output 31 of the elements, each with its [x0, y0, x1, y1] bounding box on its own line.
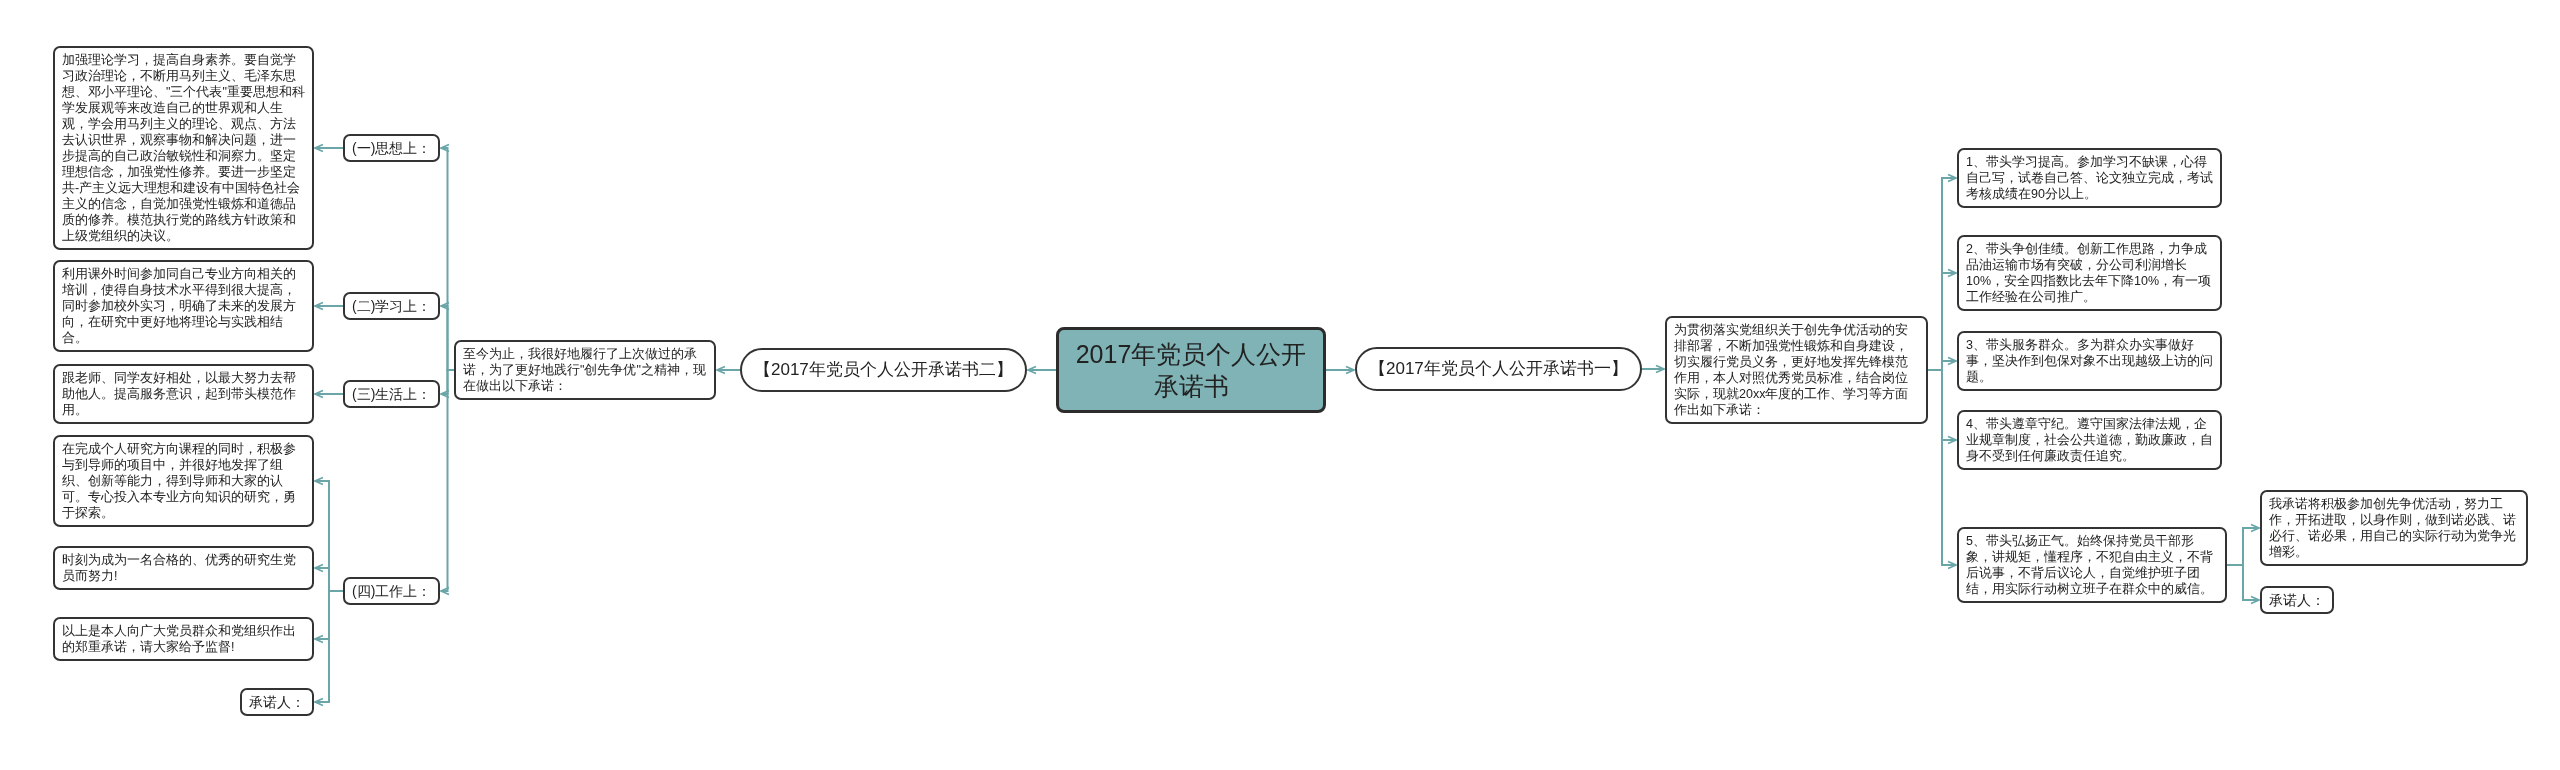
text-box: 3、带头服务群众。多为群众办实事做好事，坚决作到包保对象不出现越级上访的问题。: [1957, 331, 2222, 391]
text-box: 在完成个人研究方向课程的同时，积极参与到导师的项目中，并很好地发挥了组织、创新等能力，得到导师和大家的认可。专心投入本专业方向知识的研究，勇于探索。: [53, 435, 314, 527]
arrow: [1325, 365, 1355, 375]
text-box: 时刻为成为一名合格的、优秀的研究生党员而努力!: [53, 546, 314, 590]
topic-box: 承诺人：: [240, 688, 314, 716]
topic-box: (四)工作上：: [343, 577, 441, 605]
text-box: 1、带头学习提高。参加学习不缺课，心得自己写，试卷自己答、论文独立完成，考试考核成绩在90分以上。: [1957, 148, 2222, 208]
text-box: 以上是本人向广大党员群众和党组织作出的郑重承诺，请大家给予监督!: [53, 617, 314, 661]
text-box: 至今为止，我很好地履行了上次做过的承诺，为了更好地践行"创先争优"之精神，现在做出以下承诺：: [454, 340, 716, 400]
text-box: 我承诺将积极参加创先争优活动，努力工作，开拓进取，以身作则，做到诺必践、诺必行、诺必果，用自己的实际行动为党争光增彩。: [2260, 490, 2528, 566]
arrow: [314, 389, 344, 399]
arrow: [716, 365, 741, 375]
text-box: 4、带头遵章守纪。遵守国家法律法规，企业规章制度，社会公共道德，勤政廉政，自身不受到任何廉政责任追究。: [1957, 410, 2222, 470]
arrow: [314, 143, 344, 153]
text-box: 跟老师、同学友好相处，以最大努力去帮助他人。提高服务意识，起到带头模范作用。: [53, 364, 314, 424]
central-topic: 2017年党员个人公开承诺书: [1056, 327, 1326, 413]
topic-box: (三)生活上：: [343, 380, 441, 408]
arrow: [1027, 365, 1057, 375]
text-box: 为贯彻落实党组织关于创先争优活动的安排部署，不断加强党性锻炼和自身建设，切实履行党员义务，更好地发挥先锋模范作用，本人对照优秀党员标准，结合岗位实际，现就20xx年度的工作、学习等方面作出如下承诺：: [1665, 316, 1928, 424]
topic-box: (二)学习上：: [343, 292, 441, 320]
text-box: 2、带头争创佳绩。创新工作思路，力争成品油运输市场有突破，分公司利润增长10%，安全四指数比去年下降10%，有一项工作经验在公司推广。: [1957, 235, 2222, 311]
arrow: [1641, 364, 1665, 374]
branch-topic: 【2017年党员个人公开承诺书一】: [1355, 347, 1642, 391]
topic-box: 承诺人：: [2260, 586, 2334, 614]
text-box: 5、带头弘扬正气。始终保持党员干部形象，讲规矩，懂程序，不犯自由主义，不背后说事，不背后议论人，自觉维护班子团结，用实际行动树立班子在群众中的威信。: [1957, 527, 2227, 603]
arrow: [2226, 564, 2260, 605]
text-box: 利用课外时间参加同自己专业方向相关的培训，使得自身技术水平得到很大提高，同时参加校外实习，明确了未来的发展方向，在研究中更好地将理论与实践相结合。: [53, 260, 314, 352]
branch-topic: 【2017年党员个人公开承诺书二】: [740, 348, 1027, 392]
arrow: [314, 301, 344, 311]
topic-box: (一)思想上：: [343, 134, 441, 162]
text-box: 加强理论学习，提高自身素养。要自觉学习政治理论，不断用马列主义、毛泽东思想、邓小平理论、"三个代表"重要思想和科学发展观等来改造自己的世界观和人生观，学会用马列主义的理论、观点、方法去认识世界，观察事物和解决问题，进一步提高的自己政治敏锐性和洞察力。坚定理想信念，加强党性修养。要进一步坚定共-产主义远大理想和建设有中国特色社会主义的信念，自觉加强党性锻炼和道德品质的修养。模范执行党的路线方针政策和上级党组织的决议。: [53, 46, 314, 250]
